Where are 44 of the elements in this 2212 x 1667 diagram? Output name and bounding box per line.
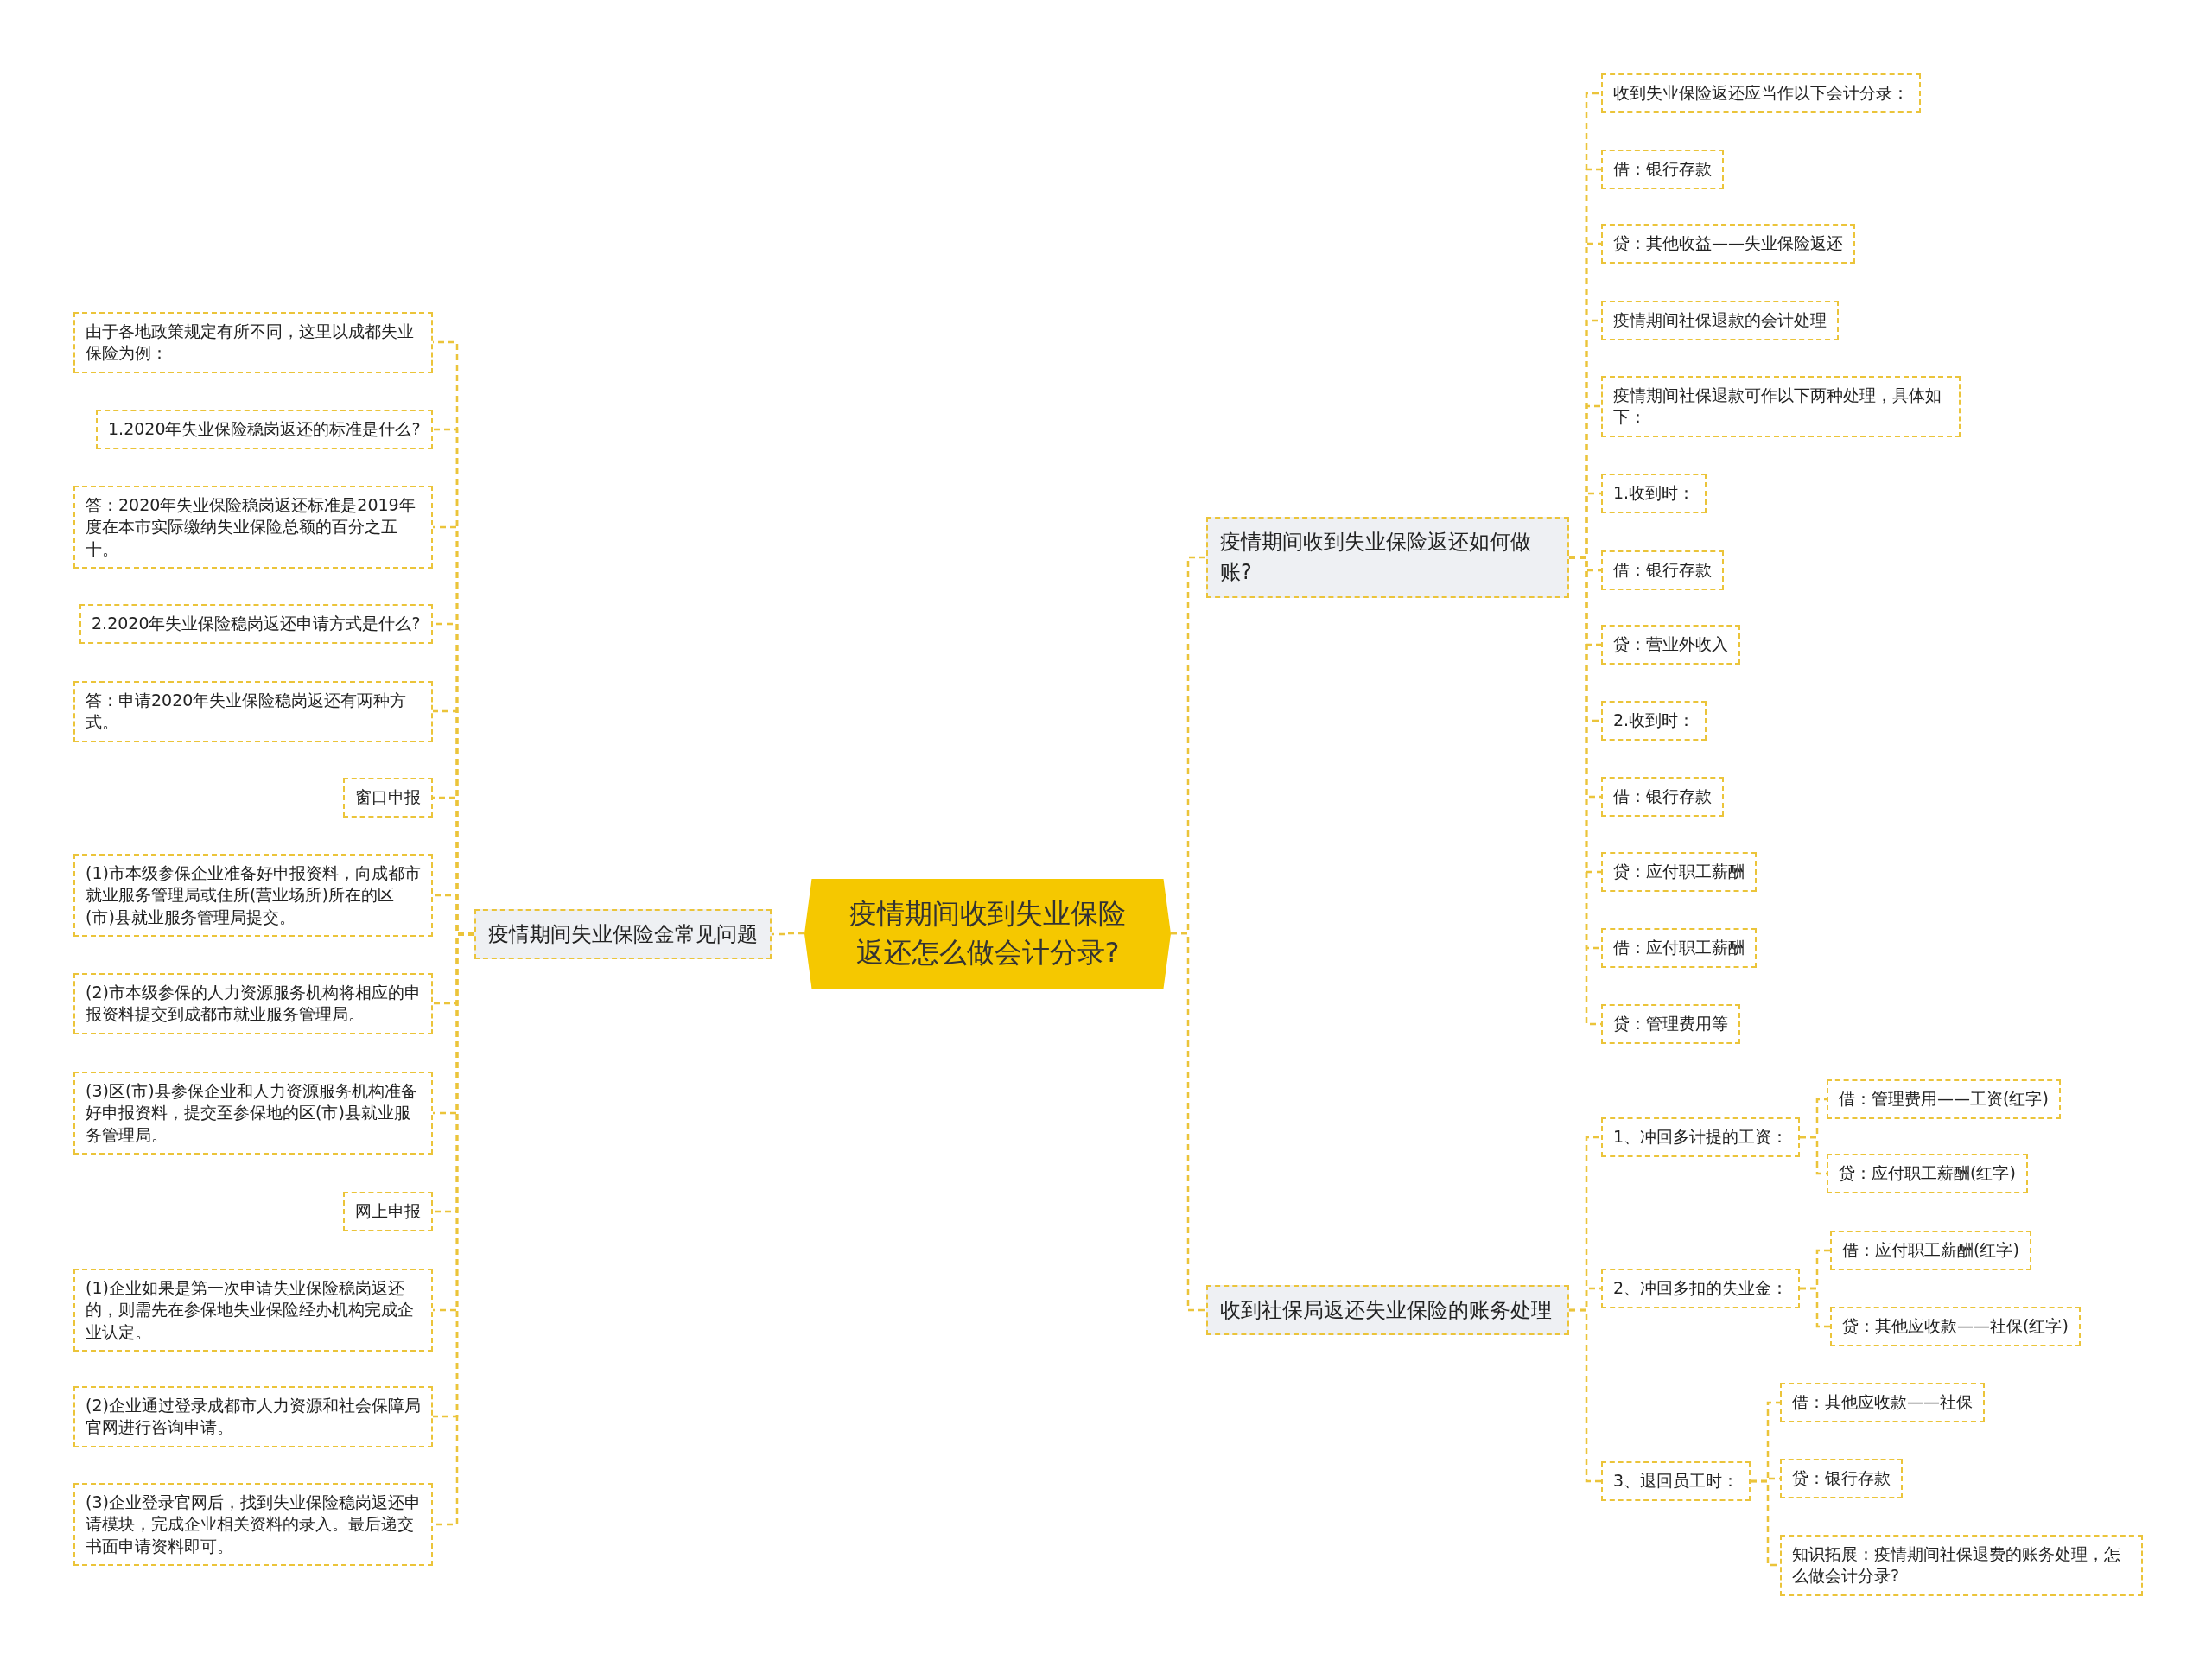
topic-box: 知识拓展：疫情期间社保退费的账务处理，怎么做会计分录? bbox=[1780, 1534, 2143, 1596]
topic-box: 疫情期间社保退款的会计处理 bbox=[1601, 301, 1839, 340]
topic-box: 窗口申报 bbox=[343, 778, 433, 818]
topic-box: 2.2020年失业保险稳岗返还申请方式是什么? bbox=[79, 604, 433, 644]
branch-topic: 疫情期间收到失业保险返还如何做账? bbox=[1206, 517, 1569, 598]
topic-box: 贷：银行存款 bbox=[1780, 1459, 1903, 1498]
topic-box: (1)企业如果是第一次申请失业保险稳岗返还的，则需先在参保地失业保险经办机构完成企业认定。 bbox=[73, 1268, 433, 1352]
topic-box: (2)市本级参保的人力资源服务机构将相应的申报资料提交到成都市就业服务管理局。 bbox=[73, 972, 433, 1034]
topic-box: 3、退回员工时： bbox=[1601, 1461, 1751, 1501]
topic-box: (2)企业通过登录成都市人力资源和社会保障局官网进行咨询申请。 bbox=[73, 1385, 433, 1447]
topic-box: 借：银行存款 bbox=[1601, 550, 1724, 590]
topic-box: 贷：其他应收款——社保(红字) bbox=[1830, 1307, 2081, 1346]
topic-box: 借：应付职工薪酬 bbox=[1601, 928, 1757, 968]
topic-box: 借：应付职工薪酬(红字) bbox=[1830, 1231, 2031, 1270]
topic-box: 贷：管理费用等 bbox=[1601, 1004, 1740, 1044]
topic-box: 借：其他应收款——社保 bbox=[1780, 1383, 1985, 1422]
connector bbox=[1171, 932, 1206, 1312]
topic-box: 借：银行存款 bbox=[1601, 777, 1724, 817]
branch-topic: 疫情期间失业保险金常见问题 bbox=[474, 908, 772, 960]
topic-box: 借：银行存款 bbox=[1601, 150, 1724, 189]
topic-box: (1)市本级参保企业准备好申报资料，向成都市就业服务管理局或住所(营业场所)所在的区(市)县就业服务管理局提交。 bbox=[73, 853, 433, 938]
topic-box: 由于各地政策规定有所不同，这里以成都失业保险为例： bbox=[73, 311, 433, 373]
topic-box: 1.2020年失业保险稳岗返还的标准是什么? bbox=[96, 410, 433, 449]
topic-box: (3)企业登录官网后，找到失业保险稳岗返还申请模块，完成企业相关资料的录入。最后递交书面申请资料即可。 bbox=[73, 1482, 433, 1567]
topic-box: 疫情期间社保退款可作以下两种处理，具体如下： bbox=[1601, 375, 1961, 437]
topic-box: (3)区(市)县参保企业和人力资源服务机构准备好申报资料，提交至参保地的区(市)县就业服务管理局。 bbox=[73, 1071, 433, 1155]
topic-box: 1.收到时： bbox=[1601, 474, 1707, 513]
topic-box: 借：管理费用——工资(红字) bbox=[1827, 1079, 2061, 1119]
connector bbox=[772, 932, 804, 936]
topic-box: 1、冲回多计提的工资： bbox=[1601, 1117, 1801, 1157]
topic-box: 2、冲回多扣的失业金： bbox=[1601, 1269, 1801, 1308]
connector bbox=[1800, 1287, 1830, 1328]
topic-box: 收到失业保险返还应当作以下会计分录： bbox=[1601, 73, 1921, 113]
topic-box: 网上申报 bbox=[343, 1192, 433, 1231]
topic-box: 贷：其他收益——失业保险返还 bbox=[1601, 224, 1855, 264]
central-topic: 疫情期间收到失业保险返还怎么做会计分录? bbox=[804, 878, 1171, 989]
topic-box: 贷：应付职工薪酬(红字) bbox=[1827, 1154, 2028, 1193]
topic-box: 贷：应付职工薪酬 bbox=[1601, 852, 1757, 892]
topic-box: 2.收到时： bbox=[1601, 701, 1707, 741]
connector bbox=[1569, 1308, 1601, 1483]
topic-box: 答：申请2020年失业保险稳岗返还有两种方式。 bbox=[73, 680, 433, 742]
branch-topic: 收到社保局返还失业保险的账务处理 bbox=[1206, 1284, 1569, 1336]
topic-box: 答：2020年失业保险稳岗返还标准是2019年度在本市实际缴纳失业保险总额的百分之五十。 bbox=[73, 485, 433, 569]
topic-box: 贷：营业外收入 bbox=[1601, 625, 1740, 665]
